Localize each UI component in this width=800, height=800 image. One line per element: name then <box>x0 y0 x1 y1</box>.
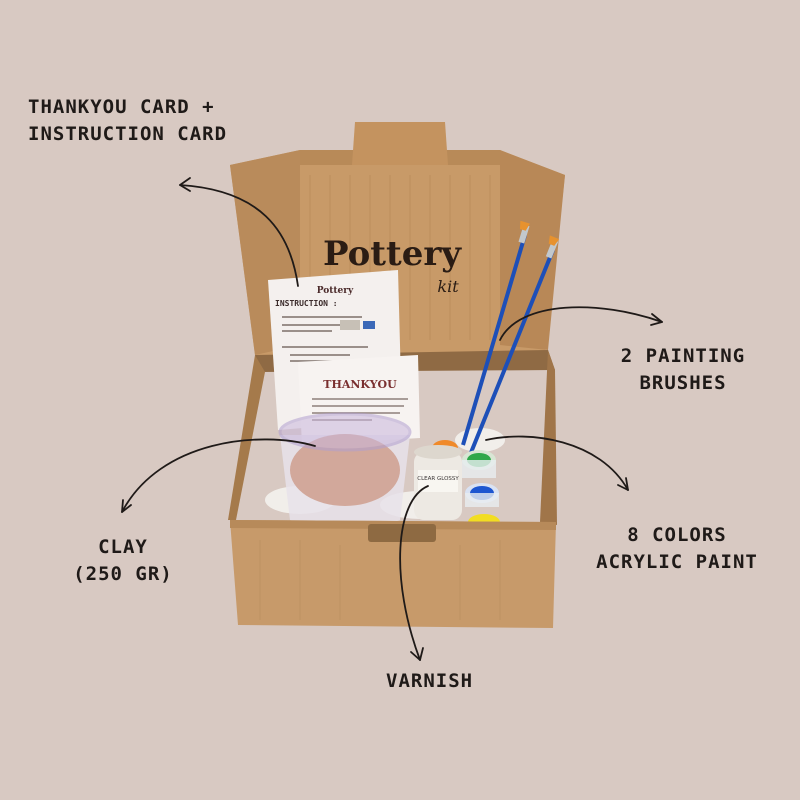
label-clay: CLAY (250 GR) <box>58 534 188 587</box>
arrow-to-clay <box>121 438 316 513</box>
label-thankyou-instruction-card: THANKYOU CARD + INSTRUCTION CARD <box>28 94 227 147</box>
arrow-to-varnish <box>399 485 429 661</box>
label-brushes-line1: 2 PAINTING <box>620 345 746 367</box>
label-thankyou-line1: THANKYOU CARD + <box>28 96 215 118</box>
label-brushes-line2: BRUSHES <box>639 371 727 394</box>
annotation-arrows <box>121 177 663 661</box>
label-paint-line1: 8 COLORS <box>627 524 727 546</box>
instruction-card-title: INSTRUCTION : <box>275 299 338 308</box>
label-painting-brushes: 2 PAINTING BRUSHES <box>608 343 758 396</box>
clay-tub <box>278 412 412 530</box>
arrow-to-paint <box>485 435 629 491</box>
label-thankyou-line2: INSTRUCTION CARD <box>28 122 228 145</box>
label-paint-line2: ACRYLIC PAINT <box>596 550 758 573</box>
arrow-to-cards <box>179 184 299 287</box>
brand-logo-bottom: kit <box>437 277 459 296</box>
label-acrylic-paint: 8 COLORS ACRYLIC PAINT <box>582 522 772 575</box>
box-front <box>228 350 557 628</box>
brand-logo-top: Pottery <box>323 234 462 274</box>
label-varnish-text: VARNISH <box>386 670 474 692</box>
label-varnish: VARNISH <box>386 668 473 695</box>
thankyou-card-title: THANKYOU <box>323 378 397 391</box>
label-clay-line1: CLAY <box>98 536 148 558</box>
varnish-jar: CLEAR GLOSSY <box>414 445 462 520</box>
varnish-label: CLEAR GLOSSY <box>417 476 459 482</box>
label-clay-line2: (250 GR) <box>73 562 173 585</box>
instruction-card-logo: Pottery <box>317 286 354 296</box>
painting-brushes <box>461 220 560 456</box>
arrow-to-brushes <box>499 306 663 341</box>
